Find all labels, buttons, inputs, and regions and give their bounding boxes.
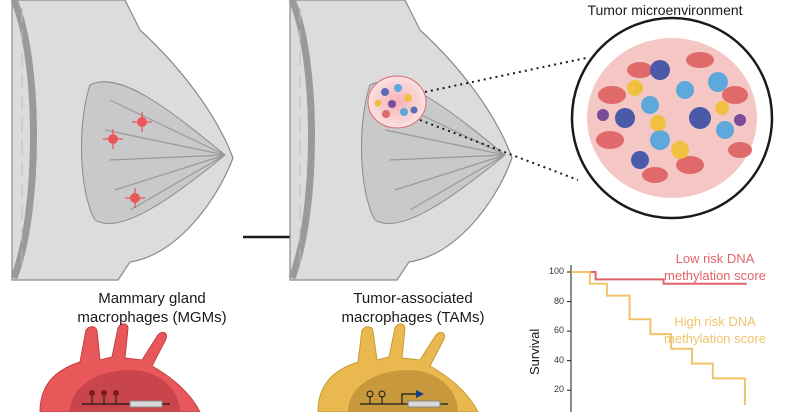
breast-middle-chestwall — [288, 0, 315, 280]
breast-middle-ducts — [384, 99, 506, 211]
microenvironment-circle — [570, 16, 774, 220]
microenvironment-title: Tumor microenvironment — [587, 2, 743, 18]
tam-label: Tumor-associated macrophages (TAMs) — [313, 289, 513, 327]
survival-chart — [567, 265, 747, 412]
chart-y-tick-label: 100 — [548, 266, 564, 276]
chart-y-tick-label: 60 — [553, 325, 564, 336]
chart-y-ticks — [567, 271, 571, 391]
mgm-methylated-dna-icon — [82, 390, 170, 408]
microenvironment-cells — [596, 52, 752, 183]
legend-high-risk: High risk DNA methylation score — [640, 313, 787, 347]
mgm-label-line2: macrophages (MGMs) — [77, 309, 227, 326]
zoom-lines — [419, 57, 587, 181]
legend-high-risk-line1: High risk DNA — [674, 314, 756, 329]
legend-low-risk-line2: methylation score — [664, 268, 766, 283]
low-risk-survival-line — [571, 271, 747, 285]
tam-label-line1: Tumor-associated — [353, 290, 473, 307]
mgm-macrophage — [39, 323, 201, 412]
high-risk-survival-line — [571, 271, 746, 405]
breast-left-gland — [81, 81, 226, 225]
breast-left-chestwall — [10, 0, 37, 280]
breast-middle — [288, 0, 513, 281]
mgm-cell-icon — [103, 112, 152, 208]
chart-y-label: Survival — [527, 328, 542, 375]
chart-y-tick-label: 40 — [553, 354, 564, 365]
tam-macrophage — [317, 323, 479, 412]
legend-high-risk-line2: methylation score — [664, 331, 766, 346]
tam-label-line2: macrophages (TAMs) — [341, 309, 485, 326]
chart-y-tick-label: 80 — [553, 295, 564, 306]
tam-unmethylated-dna-icon — [360, 390, 448, 408]
chart-y-tick-label: 20 — [553, 384, 564, 395]
mgm-label: Mammary gland macrophages (MGMs) — [52, 289, 252, 327]
breast-left — [10, 0, 234, 281]
mgm-label-line1: Mammary gland — [98, 290, 206, 307]
tumor-mass — [367, 75, 427, 129]
legend-low-risk-line1: Low risk DNA — [675, 251, 755, 266]
breast-left-ducts — [104, 99, 226, 211]
legend-low-risk: Low risk DNA methylation score — [640, 250, 787, 284]
chart-series — [571, 271, 747, 405]
